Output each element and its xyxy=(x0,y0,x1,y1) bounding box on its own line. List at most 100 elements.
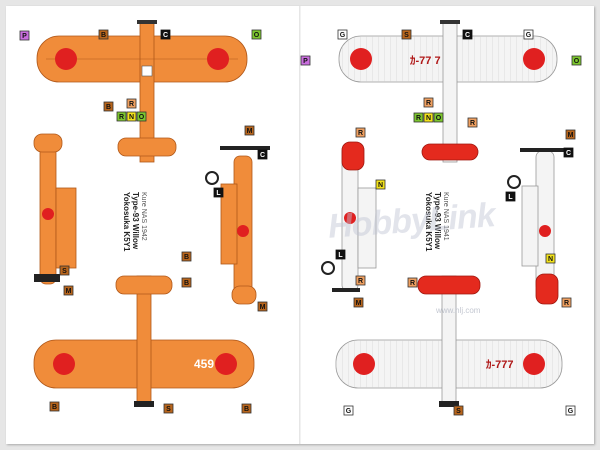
white-side-tail-left xyxy=(341,141,365,171)
code-box: R xyxy=(467,117,478,128)
orange-side-number: 459 xyxy=(254,218,264,233)
svg-text:N: N xyxy=(426,115,431,122)
orange-bottom-view xyxy=(33,275,255,407)
svg-text:O: O xyxy=(574,58,580,65)
orange-bottom-tailplane xyxy=(115,275,173,295)
white-side-fuselage-right xyxy=(535,150,555,292)
orange-side-wing-left xyxy=(55,187,77,269)
hinomaru-right-wing xyxy=(207,48,229,70)
white-side-wing-left xyxy=(357,187,377,269)
aircraft-profiles: 459 ｶ-777 ｶ-77 7 459 Yokosuka K5Y1 Type-… xyxy=(19,20,582,416)
code-box: N xyxy=(423,112,434,123)
white-bottom-view xyxy=(335,275,563,407)
svg-text:M: M xyxy=(356,300,362,307)
code-box: N xyxy=(375,179,386,190)
right-title-line1: Yokosuka K5Y1 xyxy=(424,192,433,252)
svg-text:B: B xyxy=(184,280,189,287)
svg-text:R: R xyxy=(416,115,421,122)
svg-text:S: S xyxy=(456,408,461,415)
wheel-left xyxy=(205,171,219,185)
white-side-view-left xyxy=(321,141,377,292)
orange-side-tail-left xyxy=(33,133,63,153)
svg-text:R: R xyxy=(470,120,475,127)
svg-text:G: G xyxy=(526,32,532,39)
code-box: B xyxy=(103,101,114,112)
svg-text:M: M xyxy=(66,288,72,295)
white-bottom-fuselage xyxy=(441,275,457,407)
code-box: B xyxy=(241,403,252,414)
code-box: L xyxy=(213,187,224,198)
hinomaru-bottom-right xyxy=(215,353,237,375)
code-box: B xyxy=(49,401,60,412)
code-box: R xyxy=(355,275,366,286)
code-box: R xyxy=(561,297,572,308)
code-box: S xyxy=(163,403,174,414)
svg-text:L: L xyxy=(216,190,221,197)
svg-text:R: R xyxy=(410,280,415,287)
white-top-view xyxy=(338,20,558,163)
svg-text:C: C xyxy=(465,32,470,39)
svg-text:M: M xyxy=(247,128,253,135)
svg-text:B: B xyxy=(184,254,189,261)
orange-side-view-left xyxy=(33,133,77,285)
code-box: N xyxy=(545,253,556,264)
propeller-side xyxy=(220,146,270,150)
svg-text:S: S xyxy=(166,406,171,413)
hinomaru-bottom-left xyxy=(53,353,75,375)
code-box: S xyxy=(59,265,70,276)
svg-text:R: R xyxy=(358,130,363,137)
code-box: M xyxy=(63,285,74,296)
code-box: G xyxy=(337,29,348,40)
right-title-line3: Kure NAS 1941 xyxy=(442,192,449,241)
code-box: R xyxy=(126,98,137,109)
svg-text:N: N xyxy=(548,256,553,263)
white-top-fuselage xyxy=(442,21,458,163)
code-box: O xyxy=(136,111,147,122)
orange-bottom-fuselage xyxy=(136,275,152,407)
svg-text:P: P xyxy=(22,33,27,40)
code-box: N xyxy=(126,111,137,122)
svg-text:M: M xyxy=(260,304,266,311)
white-bottom-tailplane-red xyxy=(417,275,481,295)
code-box: G xyxy=(523,29,534,40)
code-box: O xyxy=(571,55,582,66)
engine-bottom xyxy=(134,401,154,407)
svg-text:R: R xyxy=(129,101,134,108)
svg-text:O: O xyxy=(139,114,145,121)
svg-text:B: B xyxy=(244,406,249,413)
svg-text:N: N xyxy=(378,182,383,189)
code-box: S xyxy=(453,405,464,416)
svg-text:G: G xyxy=(340,32,346,39)
svg-text:L: L xyxy=(508,194,513,201)
right-title-block: Yokosuka K5Y1 Type-93 Willow Kure NAS 19… xyxy=(424,192,449,252)
svg-text:C: C xyxy=(566,150,571,157)
profile-sheet: 459 ｶ-777 ｶ-77 7 459 Yokosuka K5Y1 Type-… xyxy=(6,6,594,444)
svg-text:O: O xyxy=(254,32,260,39)
watermark-url: www.hlj.com xyxy=(436,306,481,315)
white-top-wing-number: ｶ-77 7 xyxy=(410,54,441,67)
code-box: B xyxy=(181,277,192,288)
svg-text:L: L xyxy=(338,252,343,259)
white-bottom-number: ｶ-777 xyxy=(486,358,514,371)
left-title-line2: Type-93 Willow xyxy=(131,192,140,250)
code-box: B xyxy=(181,251,192,262)
svg-text:N: N xyxy=(129,114,134,121)
code-box: C xyxy=(160,29,171,40)
code-box: O xyxy=(433,112,444,123)
orange-bottom-number: 459 xyxy=(194,357,214,371)
white-side-view-right xyxy=(507,148,566,305)
svg-text:O: O xyxy=(436,115,442,122)
svg-text:R: R xyxy=(426,100,431,107)
code-box: M xyxy=(565,129,576,140)
left-title-line1: Yokosuka K5Y1 xyxy=(122,192,131,252)
right-title-line2: Type-93 Willow xyxy=(433,192,442,250)
hinomaru-left-wing xyxy=(55,48,77,70)
svg-text:C: C xyxy=(163,32,168,39)
code-box: L xyxy=(335,249,346,260)
svg-text:R: R xyxy=(564,300,569,307)
code-box: R xyxy=(407,277,418,288)
svg-text:B: B xyxy=(106,104,111,111)
code-box: B xyxy=(98,29,109,40)
cockpit xyxy=(141,65,153,77)
code-box: M xyxy=(244,125,255,136)
